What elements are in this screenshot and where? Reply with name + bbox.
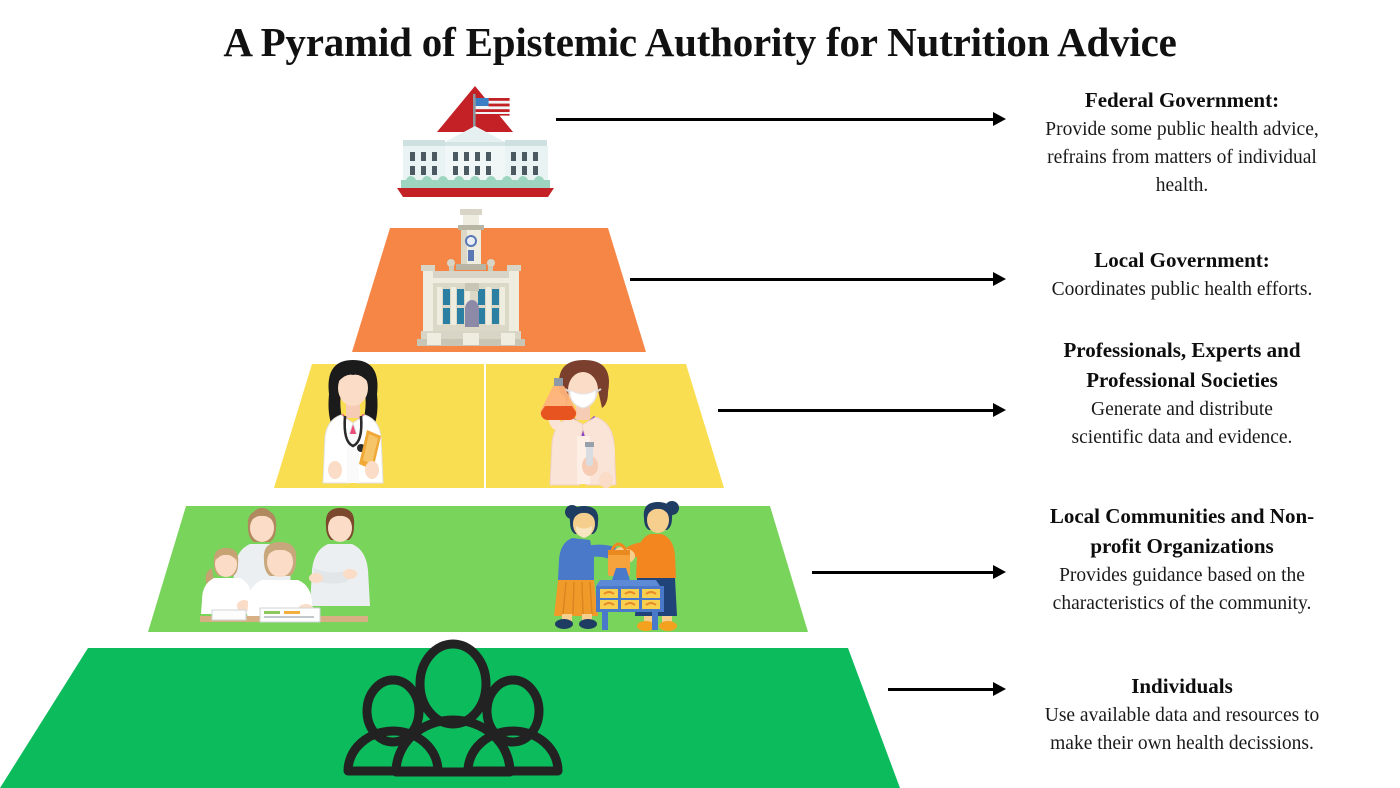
- label-local-communities-desc-line2: characteristics of the community.: [1052, 592, 1312, 614]
- label-local-communities-desc-line1: Provides guidance based on the: [1059, 564, 1305, 586]
- city-hall-icon: [403, 205, 539, 353]
- people-group-icon: [340, 638, 566, 778]
- label-local-government: Local Government: Coordinates public hea…: [1006, 246, 1358, 304]
- label-individuals-desc-line2: make their own health decissions.: [1050, 733, 1314, 755]
- label-individuals-title: Individuals: [1131, 674, 1233, 698]
- label-federal-government-desc-line1: Provide some public health advice,: [1045, 118, 1319, 140]
- white-house-icon: [393, 84, 558, 200]
- label-local-communities-title-line2: profit Organizations: [1090, 533, 1274, 558]
- arrow-line: [718, 408, 994, 412]
- label-federal-government-desc-line3: health.: [1155, 175, 1209, 197]
- label-professionals: Professionals, Experts and Professional …: [1006, 336, 1358, 452]
- label-federal-government: Federal Government: Provide some public …: [1006, 86, 1358, 201]
- label-professionals-title-line1: Professionals, Experts and: [1063, 338, 1301, 362]
- arrow-local-communities: [812, 565, 1006, 579]
- arrow-federal-government: [556, 112, 1006, 126]
- volunteers-food-distribution-icon: [552, 496, 688, 636]
- label-professionals-desc-line2: scientific data and evidence.: [1071, 426, 1293, 448]
- label-local-communities-title-line1: Local Communities and Non-: [1049, 504, 1315, 528]
- arrow-head: [993, 682, 1006, 696]
- label-professionals-title-line2: Professional Societies: [1086, 367, 1278, 392]
- label-federal-government-title: Federal Government:: [1084, 88, 1280, 112]
- scientist-icon: [520, 358, 632, 488]
- label-local-communities: Local Communities and Non- profit Organi…: [1000, 502, 1364, 618]
- arrow-head: [993, 272, 1006, 286]
- arrow-head: [993, 565, 1006, 579]
- label-local-government-desc-line1: Coordinates public health efforts.: [1051, 278, 1313, 300]
- arrow-line: [888, 687, 994, 691]
- arrow-local-government: [630, 272, 1006, 286]
- label-professionals-desc-line1: Generate and distribute: [1091, 398, 1273, 420]
- arrow-head: [993, 403, 1006, 417]
- arrow-line: [630, 277, 994, 281]
- arrow-professionals: [718, 403, 1006, 417]
- label-individuals: Individuals Use available data and resou…: [1000, 672, 1364, 758]
- page-title: A Pyramid of Epistemic Authority for Nut…: [223, 19, 1177, 65]
- label-federal-government-desc-line2: refrains from matters of individual: [1047, 147, 1317, 169]
- arrow-line: [812, 570, 994, 574]
- doctor-icon: [305, 358, 401, 488]
- community-meeting-icon: [200, 498, 380, 632]
- arrow-line: [556, 117, 994, 121]
- arrow-head: [993, 112, 1006, 126]
- arrow-individuals: [888, 682, 1006, 696]
- label-local-government-title: Local Government:: [1094, 248, 1270, 272]
- label-individuals-desc-line1: Use available data and resources to: [1044, 704, 1320, 726]
